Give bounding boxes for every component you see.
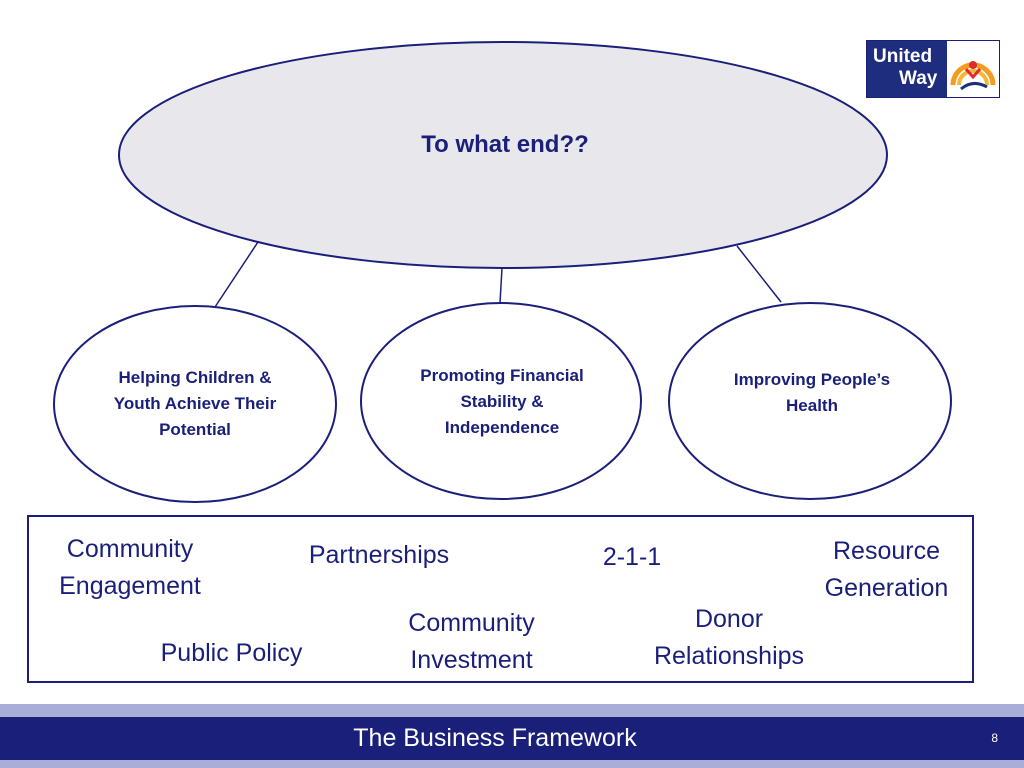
framework-line: Community	[66, 535, 194, 563]
framework-resource-generation: Resource Generation	[799, 533, 974, 607]
framework-donor-relationships: Donor Relationships	[624, 601, 834, 675]
goal-line: Health	[786, 396, 838, 415]
main-ellipse	[118, 41, 888, 269]
goal-line: Stability &	[460, 392, 544, 411]
connector-left	[214, 241, 259, 308]
framework-public-policy: Public Policy	[160, 639, 303, 667]
framework-line: Relationships	[653, 642, 805, 670]
goal-ellipse-financial	[360, 302, 642, 500]
footer-stripe-bottom	[0, 760, 1024, 768]
framework-line: Generation	[824, 574, 949, 602]
goal-line: Potential	[159, 420, 231, 439]
goal-line: Improving People’s	[733, 370, 891, 389]
framework-2-1-1: 2-1-1	[602, 543, 662, 571]
footer-stripe-top	[0, 704, 1024, 717]
framework-community-investment: Community Investment	[374, 605, 569, 679]
footer-bar: The Business Framework 8	[0, 717, 1024, 760]
framework-partnerships: Partnerships	[308, 541, 450, 569]
goal-health: Improving People’s Health	[692, 365, 932, 421]
framework-box: Community Engagement Partnerships 2-1-1 …	[27, 515, 974, 683]
framework-line: Resource	[833, 537, 940, 565]
main-question: To what end??	[421, 131, 589, 158]
logo-wordmark: United Way	[867, 41, 947, 97]
goal-financial-stability: Promoting Financial Stability & Independ…	[382, 360, 622, 444]
goal-line: Promoting Financial	[420, 366, 584, 385]
goal-line: Youth Achieve Their	[113, 394, 277, 413]
logo-word: United	[873, 46, 933, 67]
framework-line: Investment	[410, 646, 533, 674]
framework-line: Donor	[694, 605, 764, 633]
goal-children-youth: Helping Children & Youth Achieve Their P…	[75, 362, 315, 446]
connector-right	[736, 245, 782, 303]
goal-ellipse-children	[53, 305, 337, 503]
footer-title: The Business Framework	[353, 724, 637, 752]
connector-center	[499, 267, 503, 304]
framework-community-engagement: Community Engagement	[35, 531, 225, 605]
goal-ellipse-health	[668, 302, 952, 500]
framework-line: Community	[408, 609, 535, 637]
page-number: 8	[991, 731, 998, 745]
united-way-hand-rainbow-icon	[947, 41, 999, 97]
framework-line: Engagement	[59, 572, 201, 600]
united-way-logo: United Way	[866, 40, 1000, 98]
logo-word: Way	[899, 68, 938, 89]
diagram-canvas	[53, 41, 952, 503]
goal-line: Helping Children &	[118, 368, 272, 387]
goal-line: Independence	[444, 418, 560, 437]
